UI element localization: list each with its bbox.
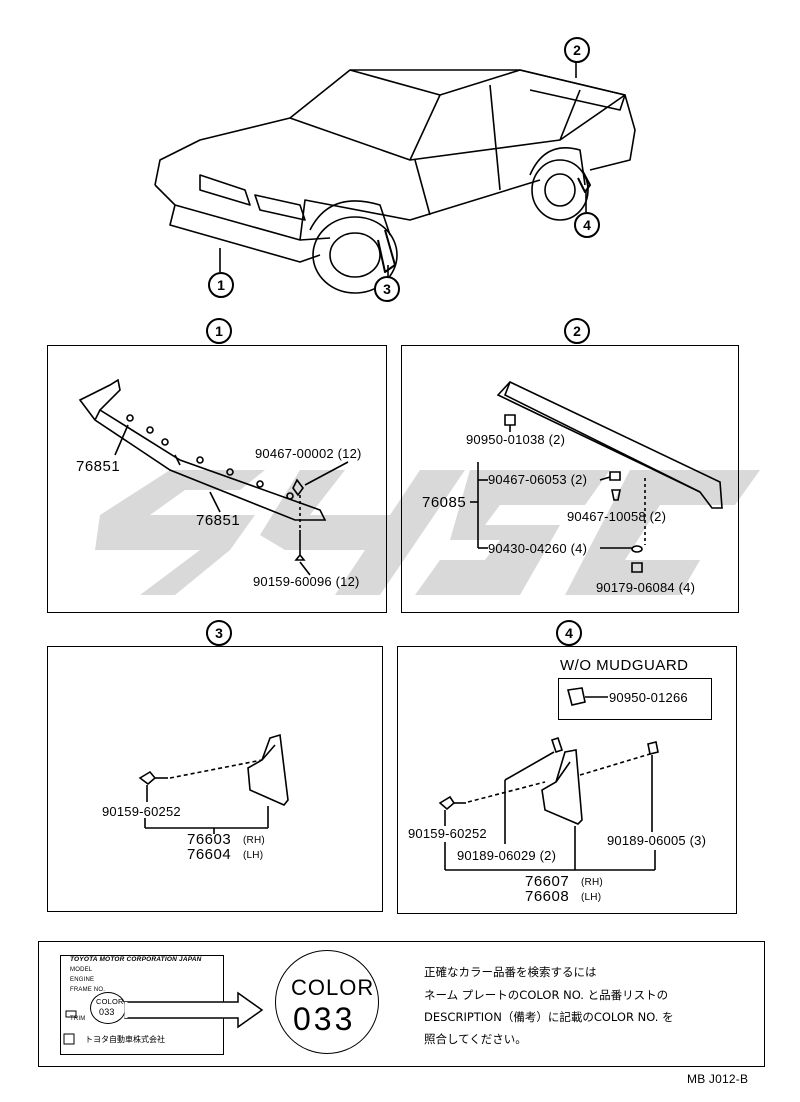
color-badge xyxy=(275,950,379,1054)
color-note-box xyxy=(38,941,765,1067)
part-90430-04260: 90430-04260 (4) xyxy=(488,541,588,556)
plate-row-engine: ENGINE xyxy=(70,977,95,983)
note-line-3: DESCRIPTION（備考）に記載のCOLOR NO. を xyxy=(424,1010,674,1024)
part-76085: 76085 xyxy=(422,494,467,511)
callout-2-car: 2 xyxy=(564,37,590,63)
part-90189-06029: 90189-06029 (2) xyxy=(457,848,557,863)
plate-row-frame: FRAME NO. xyxy=(70,987,106,993)
note-line-2: ネーム プレートのCOLOR NO. と品番リストの xyxy=(424,988,669,1002)
callout-4-car: 4 xyxy=(574,212,600,238)
plate-color-code: 033 xyxy=(99,1007,115,1017)
car-illustration xyxy=(154,60,636,294)
panel-rear-mudguard xyxy=(397,646,737,914)
callout-3-panel: 3 xyxy=(206,620,232,646)
part-76851-lower: 76851 xyxy=(196,512,241,529)
part-90467-10058: 90467-10058 (2) xyxy=(567,509,667,524)
tag-lh-front: (LH) xyxy=(243,850,264,861)
callout-4-panel: 4 xyxy=(556,620,582,646)
color-badge-code: 033 xyxy=(293,1001,356,1037)
part-90159-60252-rear: 90159-60252 xyxy=(408,826,487,841)
color-badge-word: COLOR xyxy=(291,975,375,1000)
tag-lh-rear: (LH) xyxy=(581,892,602,903)
tag-rh-rear: (RH) xyxy=(581,877,603,888)
note-line-4: 照合してください。 xyxy=(424,1032,527,1046)
plate-title: TOYOTA MOTOR CORPORATION JAPAN xyxy=(70,956,202,963)
part-90179-06084: 90179-06084 (4) xyxy=(596,580,696,595)
callout-2-panel: 2 xyxy=(564,318,590,344)
part-90467-06053: 90467-06053 (2) xyxy=(488,472,588,487)
part-90159-60252-front: 90159-60252 xyxy=(102,804,181,819)
part-76607: 76607 xyxy=(525,873,570,890)
wo-mudguard-heading: W/O MUDGUARD xyxy=(560,657,689,674)
plate-color-label: COLOR xyxy=(96,997,124,1006)
wo-mudguard-box xyxy=(558,678,712,720)
plate-color-circle xyxy=(90,992,126,1024)
part-90950-01038: 90950-01038 (2) xyxy=(466,432,566,447)
part-90159-60096: 90159-60096 (12) xyxy=(253,574,360,589)
part-76608: 76608 xyxy=(525,888,570,905)
panel-front-spoiler xyxy=(47,345,387,613)
part-76851-upper: 76851 xyxy=(76,458,121,475)
part-76604: 76604 xyxy=(187,846,232,863)
panel-front-mudguard xyxy=(47,646,383,912)
note-line-1: 正確なカラー品番を検索するには xyxy=(424,965,597,979)
plate-footer: トヨタ自動車株式会社 xyxy=(85,1035,165,1044)
part-90950-01266: 90950-01266 xyxy=(609,690,688,705)
plate-row-trim: TRIM xyxy=(70,1016,86,1022)
callout-1-car: 1 xyxy=(208,272,234,298)
tag-rh-front: (RH) xyxy=(243,835,265,846)
callout-1-panel: 1 xyxy=(206,318,232,344)
callout-3-car: 3 xyxy=(374,276,400,302)
part-90189-06005: 90189-06005 (3) xyxy=(607,833,707,848)
plate-row-model: MODEL xyxy=(70,967,93,973)
panel-rear-spoiler xyxy=(401,345,739,613)
footer-code: MB J012-B xyxy=(687,1072,749,1086)
part-76603: 76603 xyxy=(187,831,232,848)
part-90467-00002: 90467-00002 (12) xyxy=(255,446,362,461)
